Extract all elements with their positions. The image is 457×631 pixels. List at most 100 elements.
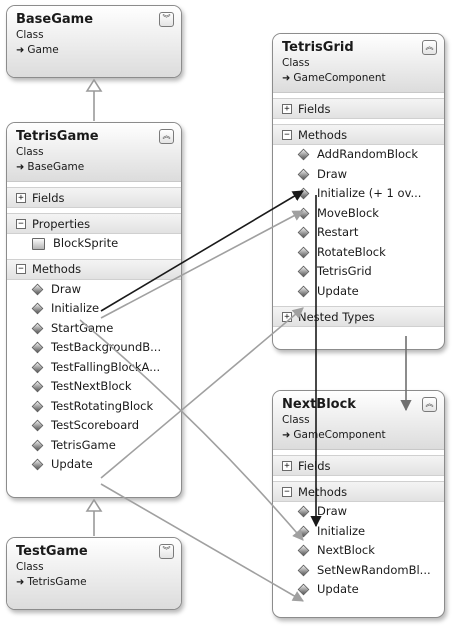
method-label: Update [317, 283, 359, 298]
method-item-moveblock[interactable]: MoveBlock [273, 204, 444, 224]
expand-icon[interactable]: + [16, 192, 26, 203]
chevron-down-icon[interactable]: ︾ [159, 544, 174, 559]
class-nextblock[interactable]: NextBlock Class ➜GameComponent ︽ +Fields… [272, 390, 445, 618]
method-label: TestFallingBlockA... [51, 359, 161, 374]
section-nested-types[interactable]: + Nested Types [273, 306, 444, 327]
property-label: BlockSprite [53, 236, 119, 250]
method-icon [31, 439, 44, 452]
method-label: TestBackgroundB... [51, 340, 162, 354]
method-item-draw[interactable]: Draw [273, 502, 444, 522]
method-icon [31, 400, 44, 413]
section-methods[interactable]: −Methods [273, 481, 444, 502]
method-item-update[interactable]: Update [273, 580, 444, 600]
property-item[interactable]: BlockSprite [7, 234, 181, 254]
method-label: StartGame [51, 320, 114, 335]
section-fields[interactable]: + Fields [7, 187, 181, 208]
method-label: MoveBlock [317, 205, 379, 220]
class-header[interactable]: NextBlock Class ➜GameComponent ︽ [273, 391, 444, 450]
method-icon [297, 148, 310, 161]
class-kind: Class [16, 561, 44, 573]
class-header[interactable]: TetrisGrid Class ➜GameComponent ︽ [273, 34, 444, 93]
base-class-name: TetrisGame [27, 576, 87, 588]
class-basegame[interactable]: BaseGame Class ➜Game ︾ [6, 5, 182, 78]
chevron-up-icon[interactable]: ︽ [159, 129, 174, 144]
chevron-down-icon[interactable]: ︾ [159, 12, 174, 27]
class-tetrisgame[interactable]: TetrisGame Class ➜BaseGame ︽ +Fields −Pr… [6, 122, 182, 498]
class-kind: Class [282, 57, 310, 69]
class-name: NextBlock [282, 397, 356, 412]
method-item-addrandomblock[interactable]: AddRandomBlock [273, 145, 444, 165]
method-label: Draw [51, 281, 82, 296]
method-label: AddRandomBlock [317, 147, 418, 161]
method-icon [297, 187, 310, 200]
method-item-initialize[interactable]: Initialize [7, 299, 181, 319]
method-item-tetrisgrid[interactable]: TetrisGrid [273, 262, 444, 282]
property-icon [32, 237, 45, 250]
collapse-icon[interactable]: − [16, 264, 26, 274]
section-label: Fields [32, 190, 65, 205]
base-class: ➜GameComponent [282, 428, 435, 443]
method-icon [297, 505, 310, 518]
method-label: SetNewRandomBl... [317, 562, 431, 577]
method-item-testnextblock[interactable]: TestNextBlock [7, 377, 181, 397]
collapse-icon[interactable]: − [16, 218, 26, 229]
section-label: Fields [298, 101, 331, 116]
methods-list: AddRandomBlock Draw Initialize (+ 1 ov..… [273, 145, 444, 301]
chevron-up-icon[interactable]: ︽ [422, 40, 437, 55]
class-testgame[interactable]: TestGame Class ➜TetrisGame ︾ [6, 537, 182, 610]
method-item-testrotatingblock[interactable]: TestRotatingBlock [7, 397, 181, 417]
method-item-startgame[interactable]: StartGame [7, 319, 181, 339]
section-properties[interactable]: −Properties [7, 213, 181, 234]
method-item-draw[interactable]: Draw [7, 280, 181, 300]
section-fields[interactable]: + Fields [273, 98, 444, 119]
base-class: ➜Game [16, 43, 172, 58]
expand-icon[interactable]: + [282, 311, 292, 322]
inherits-arrow-icon: ➜ [16, 162, 25, 173]
method-label: Draw [317, 504, 348, 518]
method-item-update[interactable]: Update [273, 282, 444, 302]
section-methods[interactable]: −Methods [7, 258, 181, 280]
method-icon [31, 458, 44, 471]
section-label: Nested Types [298, 309, 375, 324]
base-class: ➜BaseGame [16, 160, 172, 175]
class-name: TestGame [16, 544, 88, 559]
method-icon [297, 285, 310, 298]
method-item-draw[interactable]: Draw [273, 165, 444, 185]
expand-icon[interactable]: + [282, 103, 292, 114]
method-icon [31, 419, 44, 432]
section-label: Properties [32, 216, 91, 231]
method-label: TestNextBlock [51, 379, 132, 393]
section-methods[interactable]: −Methods [273, 124, 444, 145]
collapse-icon[interactable]: − [282, 486, 292, 497]
method-item-update[interactable]: Update [7, 455, 181, 475]
method-icon [31, 341, 44, 354]
method-item-initialize[interactable]: Initialize [273, 522, 444, 542]
inherits-arrow-icon: ➜ [16, 45, 25, 56]
class-tetrisgrid[interactable]: TetrisGrid Class ➜GameComponent ︽ + Field… [272, 33, 445, 350]
method-label: Update [317, 582, 359, 596]
inherits-arrow-icon: ➜ [282, 430, 291, 441]
method-item-setnewrandomblock[interactable]: SetNewRandomBl... [273, 561, 444, 581]
method-label: Restart [317, 225, 359, 239]
base-class: ➜GameComponent [282, 71, 435, 86]
base-class: ➜TetrisGame [16, 575, 172, 590]
method-item-testfallingblock[interactable]: TestFallingBlockA... [7, 358, 181, 378]
expand-icon[interactable]: + [282, 460, 292, 471]
method-label: Draw [317, 166, 348, 181]
method-item-testbackground[interactable]: TestBackgroundB... [7, 338, 181, 358]
collapse-icon[interactable]: − [282, 129, 292, 140]
method-label: TestRotatingBlock [51, 398, 154, 413]
method-item-tetrisgame[interactable]: TetrisGame [7, 436, 181, 456]
method-item-testscoreboard[interactable]: TestScoreboard [7, 416, 181, 436]
class-header[interactable]: TestGame Class ➜TetrisGame ︾ [7, 538, 181, 609]
chevron-up-icon[interactable]: ︽ [422, 397, 437, 412]
class-header[interactable]: BaseGame Class ➜Game ︾ [7, 6, 181, 77]
method-item-nextblock[interactable]: NextBlock [273, 541, 444, 561]
class-header[interactable]: TetrisGame Class ➜BaseGame ︽ [7, 123, 181, 182]
method-item-initialize[interactable]: Initialize (+ 1 ov... [273, 184, 444, 204]
method-item-rotateblock[interactable]: RotateBlock [273, 243, 444, 263]
method-label: TetrisGrid [317, 264, 372, 278]
method-item-restart[interactable]: Restart [273, 223, 444, 243]
methods-list: Draw Initialize NextBlock SetNewRandomBl… [273, 502, 444, 600]
section-fields[interactable]: +Fields [273, 455, 444, 476]
